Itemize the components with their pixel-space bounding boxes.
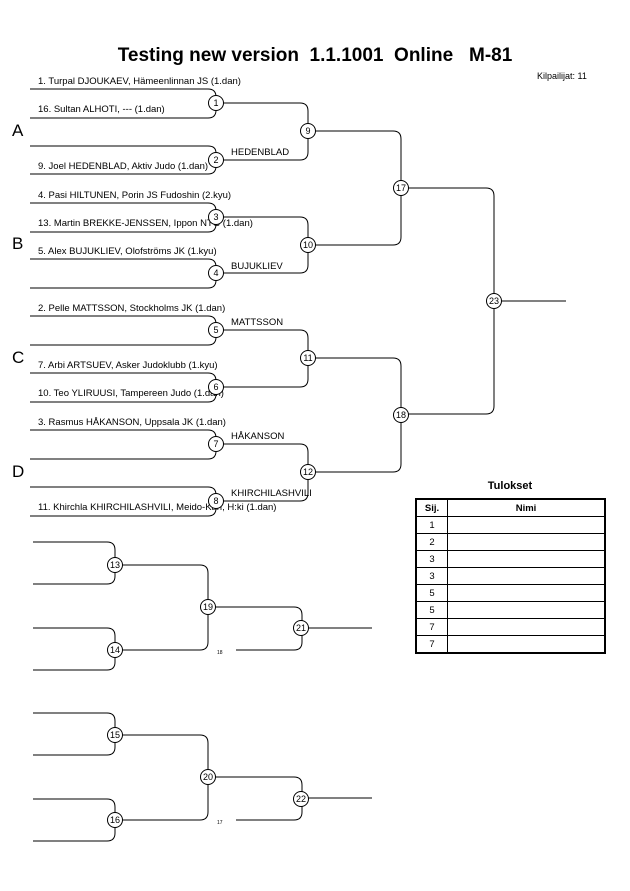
- match-node[interactable]: 3: [208, 209, 224, 225]
- rank-cell: 7: [415, 618, 448, 636]
- rank-cell: 2: [415, 533, 448, 551]
- winner-label: HEDENBLAD: [231, 147, 290, 158]
- rank-cell: 1: [415, 516, 448, 534]
- match-node[interactable]: 17: [393, 180, 409, 196]
- competitor-label: 10. Teo YLIRUUSI, Tampereen Judo (1.dan): [38, 388, 224, 399]
- table-row: 5: [415, 601, 606, 619]
- name-cell: [447, 533, 606, 551]
- table-row: 3: [415, 567, 606, 585]
- name-cell: [447, 584, 606, 602]
- match-node[interactable]: 11: [300, 350, 316, 366]
- rank-cell: 5: [415, 584, 448, 602]
- match-node[interactable]: 5: [208, 322, 224, 338]
- competitor-label: 11. Khirchla KHIRCHILASHVILI, Meido-Kan,…: [38, 502, 277, 513]
- repechage-note: 18: [217, 650, 223, 656]
- name-cell: [447, 635, 606, 654]
- match-node[interactable]: 8: [208, 493, 224, 509]
- name-cell: [447, 601, 606, 619]
- competitor-label: 16. Sultan ALHOTI, --- (1.dan): [38, 104, 165, 115]
- table-row: 7: [415, 618, 606, 636]
- match-node[interactable]: 4: [208, 265, 224, 281]
- match-node[interactable]: 16: [107, 812, 123, 828]
- page-title: Testing new version 1.1.1001 Online M-81: [117, 45, 513, 66]
- match-node[interactable]: 21: [293, 620, 309, 636]
- match-node[interactable]: 1: [208, 95, 224, 111]
- match-node[interactable]: 20: [200, 769, 216, 785]
- match-node[interactable]: 22: [293, 791, 309, 807]
- name-header: Nimi: [447, 498, 606, 517]
- table-row: 3: [415, 550, 606, 568]
- winner-label: HÅKANSON: [231, 431, 285, 442]
- rank-cell: 5: [415, 601, 448, 619]
- repechage-note: 17: [217, 820, 223, 826]
- match-node[interactable]: 9: [300, 123, 316, 139]
- results-title: Tulokset: [487, 480, 533, 492]
- results-table: Sij. Nimi 1 2 3 3 5 5 7 7: [415, 498, 606, 654]
- match-node[interactable]: 7: [208, 436, 224, 452]
- rank-cell: 3: [415, 550, 448, 568]
- competitor-count: Kilpailijat: 11: [537, 71, 587, 81]
- match-node[interactable]: 19: [200, 599, 216, 615]
- match-node[interactable]: 6: [208, 379, 224, 395]
- competitor-label: 9. Joel HEDENBLAD, Aktiv Judo (1.dan): [38, 161, 209, 172]
- match-node[interactable]: 14: [107, 642, 123, 658]
- pool-label-a: A: [12, 121, 24, 140]
- name-cell: [447, 550, 606, 568]
- table-row: 5: [415, 584, 606, 602]
- winner-label: MATTSSON: [231, 317, 284, 328]
- winner-label: KHIRCHILASHVILI: [231, 488, 312, 499]
- competitor-label: 1. Turpal DJOUKAEV, Hämeenlinnan JS (1.d…: [38, 76, 241, 87]
- name-cell: [447, 516, 606, 534]
- competitor-label: 4. Pasi HILTUNEN, Porin JS Fudoshin (2.k…: [38, 190, 232, 201]
- winner-label: BUJUKLIEV: [231, 261, 283, 272]
- competitor-label: 7. Arbi ARTSUEV, Asker Judoklubb (1.kyu): [38, 360, 218, 371]
- name-cell: [447, 567, 606, 585]
- table-row: 2: [415, 533, 606, 551]
- rank-header: Sij.: [415, 498, 448, 517]
- table-row: 1: [415, 516, 606, 534]
- pool-label-c: C: [12, 348, 25, 367]
- rank-cell: 7: [415, 635, 448, 654]
- competitor-label: 13. Martin BREKKE-JENSSEN, Ippon NTG (1.…: [38, 218, 253, 229]
- match-node[interactable]: 13: [107, 557, 123, 573]
- pool-label-d: D: [12, 462, 25, 481]
- match-node[interactable]: 12: [300, 464, 316, 480]
- competitor-label: 3. Rasmus HÅKANSON, Uppsala JK (1.dan): [38, 417, 226, 428]
- match-node[interactable]: 18: [393, 407, 409, 423]
- match-node[interactable]: 23: [486, 293, 502, 309]
- match-node[interactable]: 15: [107, 727, 123, 743]
- match-node[interactable]: 10: [300, 237, 316, 253]
- name-cell: [447, 618, 606, 636]
- table-row: 7: [415, 635, 606, 654]
- competitor-label: 2. Pelle MATTSSON, Stockholms JK (1.dan): [38, 303, 226, 314]
- match-node[interactable]: 2: [208, 152, 224, 168]
- rank-cell: 3: [415, 567, 448, 585]
- competitor-label: 5. Alex BUJUKLIEV, Olofströms JK (1.kyu): [38, 246, 217, 257]
- pool-label-b: B: [12, 234, 24, 253]
